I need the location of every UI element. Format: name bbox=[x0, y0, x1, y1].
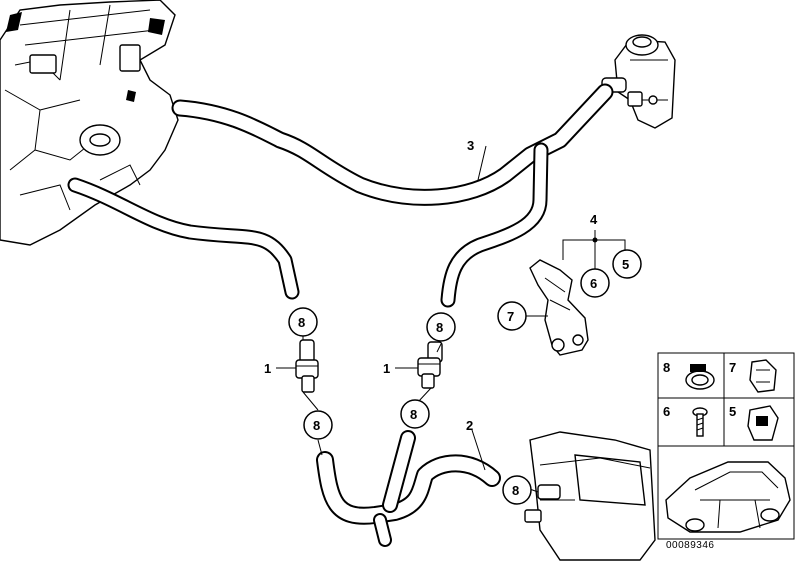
svg-text:3: 3 bbox=[467, 138, 474, 153]
callout-5: 5 bbox=[612, 249, 642, 279]
svg-text:8: 8 bbox=[512, 483, 519, 498]
svg-text:7: 7 bbox=[729, 360, 736, 375]
svg-text:6: 6 bbox=[590, 276, 597, 291]
callout-6: 6 bbox=[580, 268, 610, 298]
legend-box: 8 7 6 5 bbox=[657, 352, 795, 540]
callout-8-a: 8 bbox=[288, 307, 318, 337]
bracket-clip-icon bbox=[747, 405, 779, 441]
svg-text:7: 7 bbox=[507, 309, 514, 324]
svg-text:8: 8 bbox=[436, 320, 443, 335]
callout-8-b: 8 bbox=[426, 312, 456, 342]
svg-text:8: 8 bbox=[298, 315, 305, 330]
bracket-assembly bbox=[529, 259, 589, 356]
hose-upper bbox=[67, 83, 614, 308]
hose-lower bbox=[316, 430, 501, 547]
svg-text:1: 1 bbox=[383, 361, 390, 376]
check-valve-left bbox=[295, 339, 319, 393]
callout-8-e: 8 bbox=[502, 475, 532, 505]
callout-3: 3 bbox=[467, 138, 474, 153]
legend-cell-8: 8 bbox=[663, 360, 715, 390]
legend-cell-7: 7 bbox=[729, 359, 777, 393]
svg-text:5: 5 bbox=[622, 257, 629, 272]
document-number: 00089346 bbox=[666, 540, 715, 551]
legend-cell-5: 5 bbox=[729, 404, 779, 441]
callout-2: 2 bbox=[466, 418, 473, 433]
callout-7: 7 bbox=[497, 301, 527, 331]
washer-reservoir bbox=[524, 431, 656, 561]
engine-block bbox=[0, 0, 179, 246]
svg-text:5: 5 bbox=[729, 404, 736, 419]
svg-text:1: 1 bbox=[264, 361, 271, 376]
callout-8-d: 8 bbox=[400, 399, 430, 429]
svg-text:6: 6 bbox=[663, 404, 670, 419]
callout-8-c: 8 bbox=[303, 410, 333, 440]
clip-icon bbox=[749, 359, 777, 393]
svg-text:8: 8 bbox=[663, 360, 670, 375]
svg-text:8: 8 bbox=[313, 418, 320, 433]
expansion-tank bbox=[601, 34, 676, 129]
car-outline-icon bbox=[665, 461, 791, 533]
callout-1-right: 1 bbox=[383, 361, 390, 376]
callout-4: 4 bbox=[590, 212, 598, 227]
screw-icon bbox=[692, 407, 708, 437]
callout-1-left: 1 bbox=[264, 361, 271, 376]
legend-cell-6: 6 bbox=[663, 404, 708, 437]
hose-clamp-icon bbox=[685, 364, 715, 390]
svg-text:2: 2 bbox=[466, 418, 473, 433]
svg-text:4: 4 bbox=[590, 212, 598, 227]
check-valve-right bbox=[417, 341, 443, 389]
svg-text:8: 8 bbox=[410, 407, 417, 422]
